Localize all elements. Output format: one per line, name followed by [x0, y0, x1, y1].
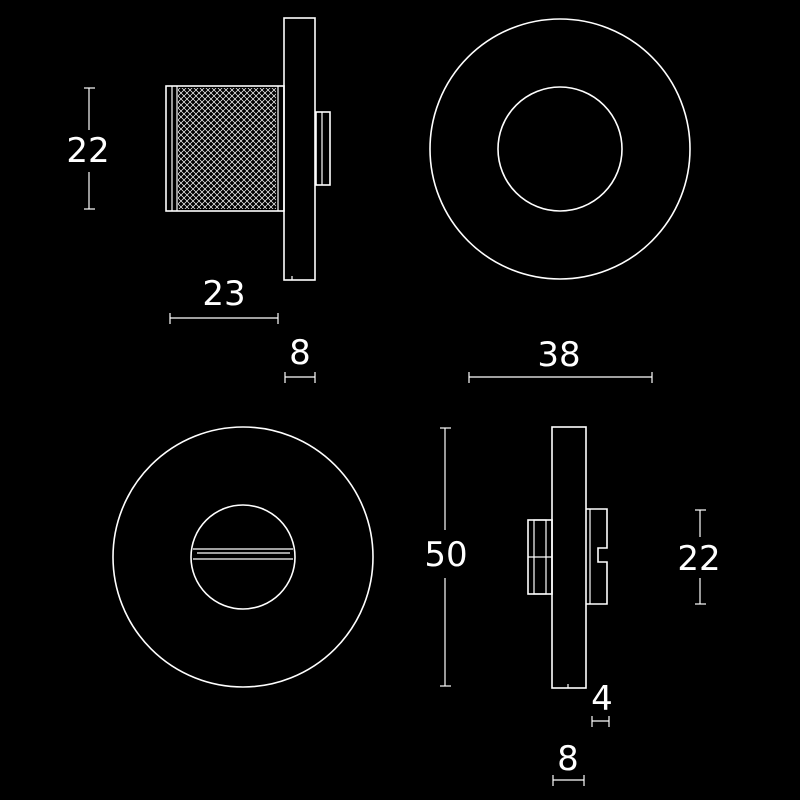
- rose-plate: [283, 17, 316, 281]
- dim-rose-thickness-top: 8: [284, 333, 316, 383]
- release-slot: [193, 548, 293, 560]
- knob-body: [165, 85, 285, 212]
- knob-side-view: [165, 17, 331, 281]
- dim-label: 22: [66, 131, 109, 171]
- dim-rose-thickness-bottom: 8: [552, 739, 585, 786]
- spindle-stub: [315, 111, 331, 186]
- dim-spindle-offset: 4: [591, 679, 613, 727]
- dim-knob-length: 23: [169, 274, 279, 324]
- release-spindle: [586, 508, 608, 605]
- dim-rose-diameter-large: 50: [424, 427, 468, 687]
- knurl-pattern: [178, 88, 276, 209]
- dim-label: 4: [591, 679, 613, 719]
- rose-front-view: [429, 18, 691, 280]
- release-rose-plate: [551, 426, 587, 689]
- knob-inner-circle: [497, 86, 623, 212]
- release-inner-circle: [190, 504, 296, 610]
- rose-outer-circle: [429, 18, 691, 280]
- dim-spindle-height: 22: [677, 509, 721, 605]
- dim-label: 8: [289, 333, 311, 373]
- release-outer-circle: [112, 426, 374, 688]
- dim-label: 38: [537, 335, 580, 375]
- release-side-view: [527, 426, 608, 689]
- dim-label: 23: [202, 274, 245, 314]
- release-front-view: [112, 426, 374, 688]
- dim-label: 50: [424, 535, 467, 575]
- dim-label: 8: [557, 739, 579, 779]
- dim-label: 22: [677, 539, 720, 579]
- dim-rose-diameter-small: 38: [468, 335, 653, 383]
- dim-knob-height: 22: [66, 87, 110, 210]
